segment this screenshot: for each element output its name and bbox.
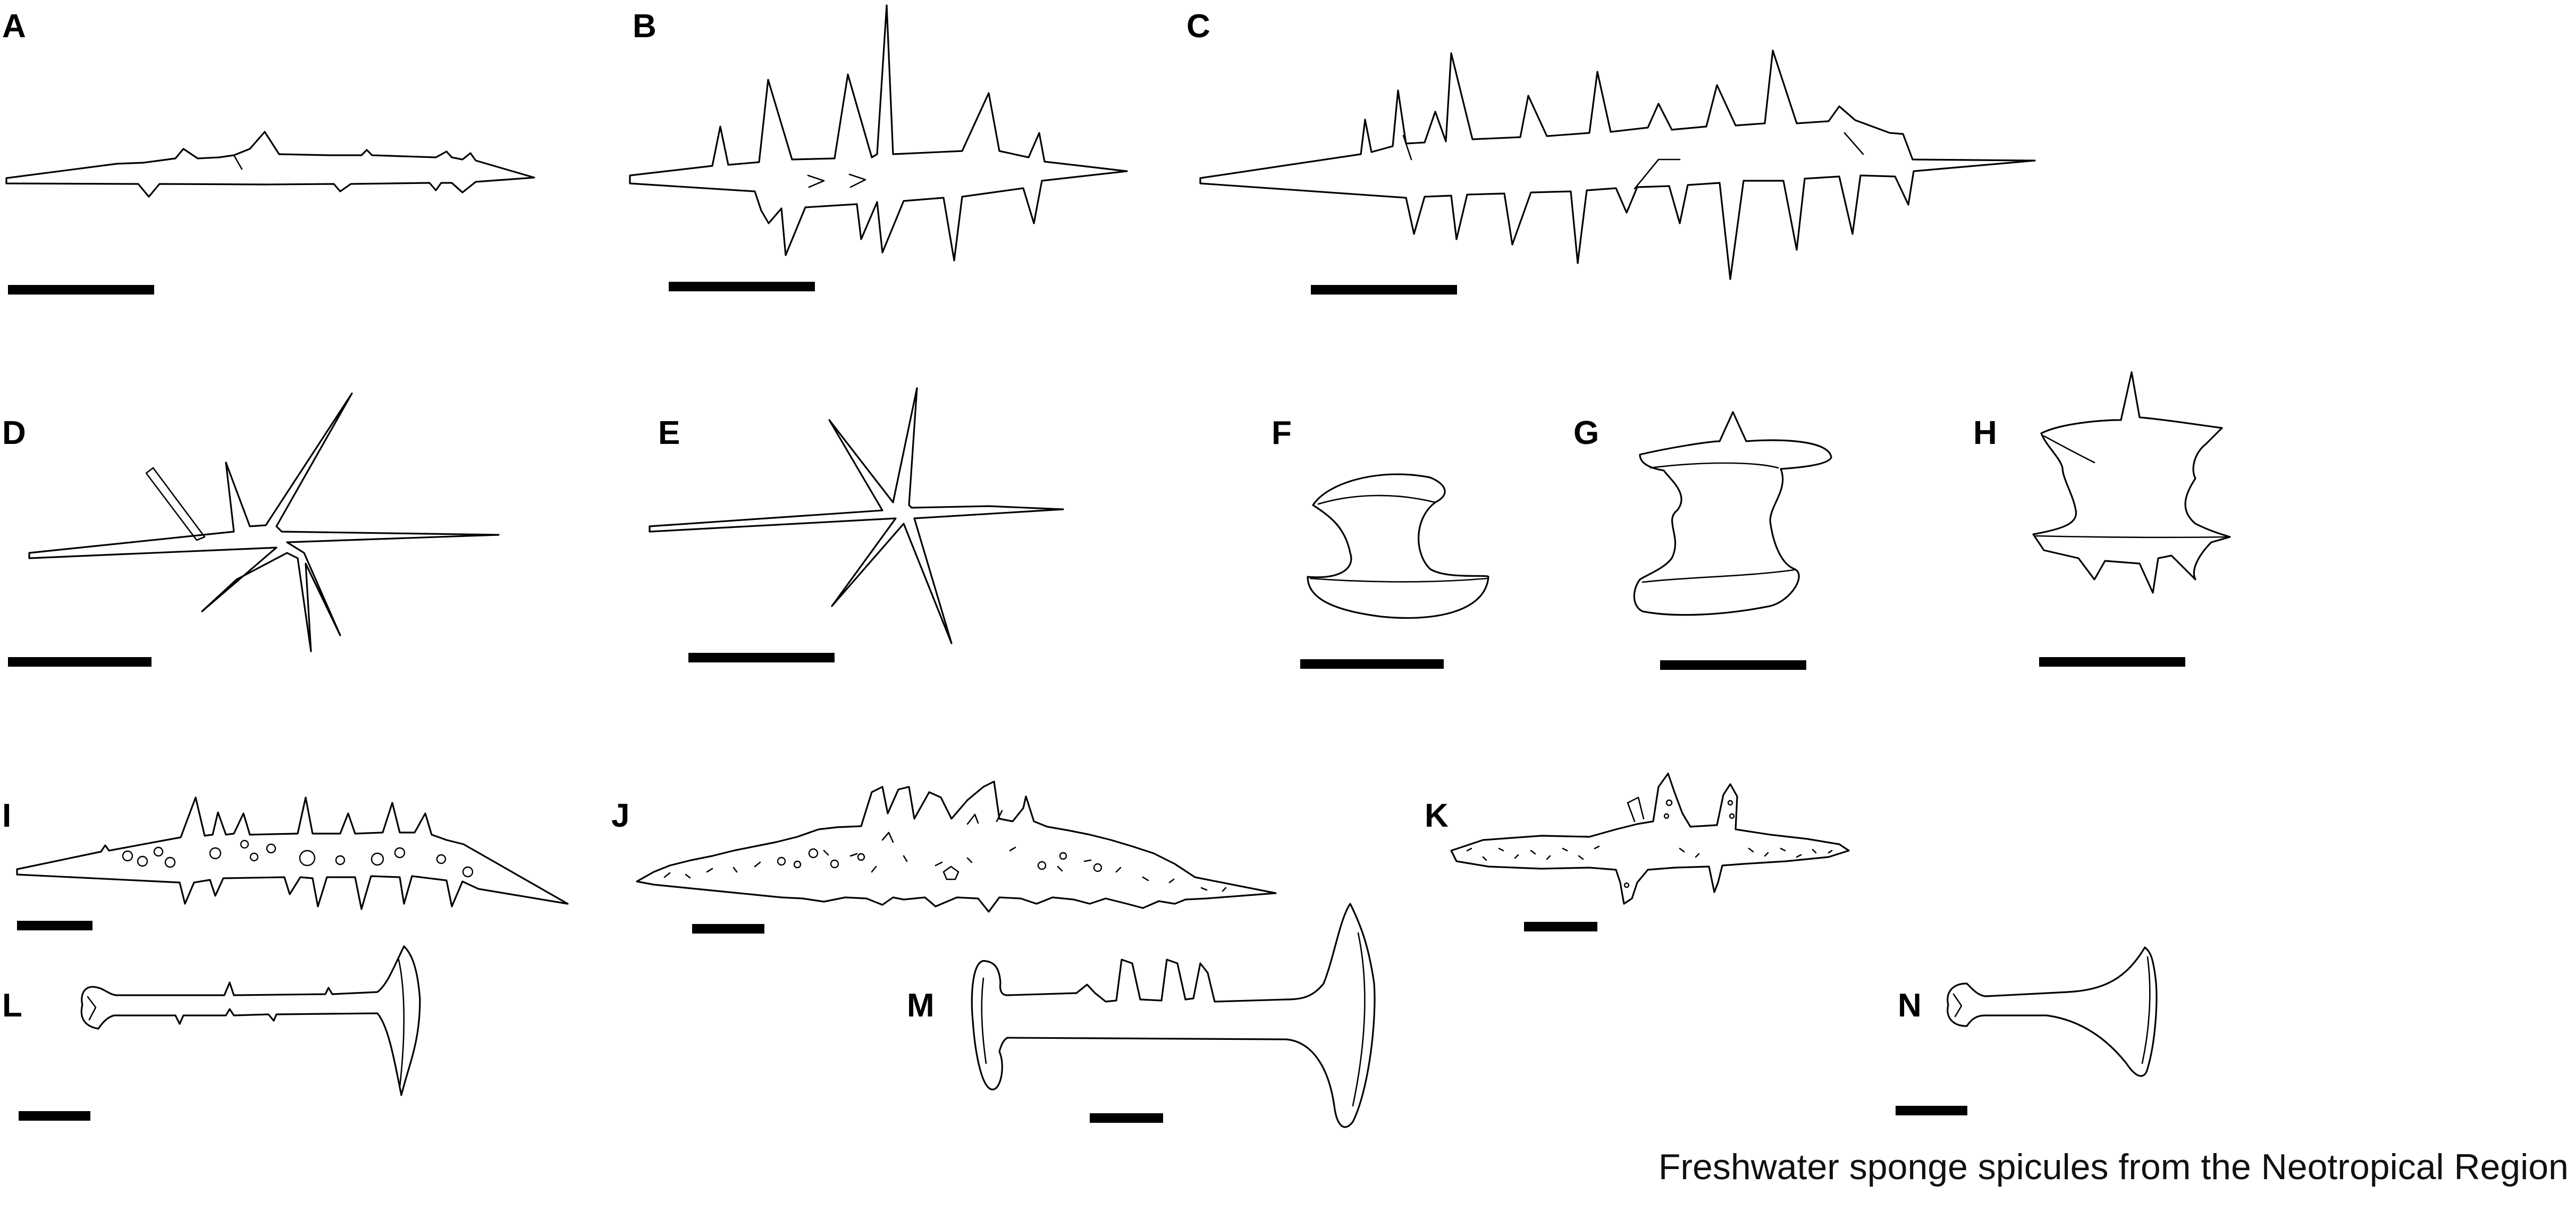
panel-label-n: N bbox=[1898, 987, 1922, 1024]
scale-bar-f bbox=[1300, 659, 1444, 669]
panel-h: H bbox=[1973, 371, 2231, 667]
panel-label-d: D bbox=[2, 415, 26, 451]
panel-e: E bbox=[649, 387, 1064, 662]
spicule-g bbox=[1633, 411, 1832, 616]
spicule-k bbox=[1450, 772, 1850, 905]
spicule-c bbox=[1199, 49, 2036, 280]
panel-c: C bbox=[1186, 8, 2036, 295]
spicule-e bbox=[649, 387, 1064, 644]
scale-bar-c bbox=[1311, 285, 1457, 295]
panel-g: G bbox=[1573, 411, 1832, 670]
panel-label-c: C bbox=[1186, 8, 1210, 45]
panel-label-m: M bbox=[907, 987, 935, 1024]
panel-f: F bbox=[1272, 415, 1489, 669]
scale-bar-g bbox=[1660, 660, 1806, 670]
panel-label-j: J bbox=[611, 797, 629, 834]
panel-n: N bbox=[1896, 946, 2158, 1115]
scale-bar-e bbox=[688, 653, 835, 662]
scale-bar-k bbox=[1524, 922, 1597, 931]
spicule-i bbox=[16, 796, 569, 910]
scale-bar-j bbox=[692, 924, 764, 934]
panel-label-l: L bbox=[2, 987, 22, 1024]
panel-i: I bbox=[2, 796, 569, 930]
scale-bar-i bbox=[17, 921, 92, 930]
scale-bar-h bbox=[2039, 657, 2185, 667]
panel-b: B bbox=[629, 4, 1128, 291]
spicule-a bbox=[5, 131, 535, 198]
spicule-f bbox=[1307, 473, 1489, 619]
scale-bar-d bbox=[8, 657, 151, 667]
panel-l: L bbox=[2, 945, 421, 1121]
panel-a: A bbox=[2, 8, 535, 295]
spicule-l bbox=[80, 945, 421, 1096]
panel-label-k: K bbox=[1425, 797, 1449, 834]
panel-label-b: B bbox=[633, 8, 656, 45]
panel-label-a: A bbox=[2, 8, 26, 45]
panel-m: M bbox=[907, 903, 1376, 1128]
spicule-j bbox=[636, 780, 1277, 913]
spicule-m bbox=[971, 903, 1376, 1128]
spicule-d bbox=[28, 392, 500, 652]
panel-d: D bbox=[2, 392, 500, 667]
spicule-b bbox=[629, 4, 1128, 262]
scale-bar-b bbox=[669, 282, 815, 291]
scale-bar-m bbox=[1090, 1113, 1163, 1123]
panel-label-h: H bbox=[1973, 415, 1997, 451]
figure-caption: Freshwater sponge spicules from the Neot… bbox=[1658, 1147, 2569, 1187]
scale-bar-a bbox=[8, 285, 154, 295]
panel-k: K bbox=[1425, 772, 1850, 931]
scale-bar-n bbox=[1896, 1106, 1967, 1115]
spicule-h bbox=[2032, 371, 2231, 594]
panel-j: J bbox=[611, 780, 1277, 934]
spicule-n bbox=[1947, 946, 2158, 1077]
scale-bar-l bbox=[19, 1111, 90, 1121]
panel-label-g: G bbox=[1573, 415, 1599, 451]
panel-label-i: I bbox=[2, 797, 11, 834]
panel-label-e: E bbox=[658, 415, 680, 451]
panel-label-f: F bbox=[1272, 415, 1292, 451]
